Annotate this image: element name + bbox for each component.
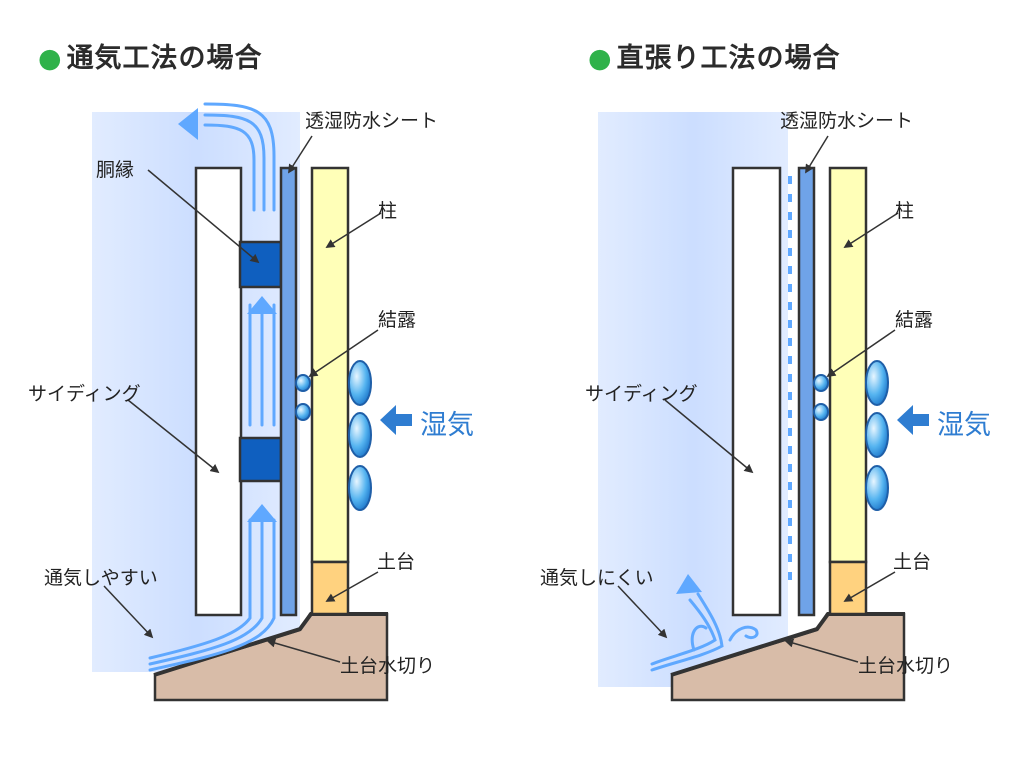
right-diagram bbox=[598, 112, 929, 702]
condensation-drops bbox=[813, 360, 889, 511]
left-diagram bbox=[92, 102, 412, 702]
stalled-airflow bbox=[650, 592, 759, 672]
sill bbox=[310, 560, 350, 616]
moisture-sheet bbox=[797, 166, 816, 617]
label-sill-flashing: 土台水切り bbox=[340, 655, 436, 677]
condensation-drops bbox=[295, 360, 372, 511]
moisture-arrow bbox=[897, 405, 929, 435]
right-title: ●直張り工法の場合 bbox=[588, 36, 841, 75]
siding-board bbox=[731, 166, 782, 617]
label-condensation: 結露 bbox=[895, 309, 934, 331]
furring-strip bbox=[238, 436, 283, 483]
label-furring: 胴縁 bbox=[96, 159, 135, 181]
moisture-sheet bbox=[279, 166, 298, 617]
moisture-arrow bbox=[380, 405, 412, 435]
label-pillar: 柱 bbox=[895, 200, 915, 222]
label-sheet: 透湿防水シート bbox=[780, 110, 914, 132]
label-moisture: 湿気 bbox=[420, 410, 474, 441]
label-pillar: 柱 bbox=[378, 200, 398, 222]
label-sheet: 透湿防水シート bbox=[305, 110, 439, 132]
label-moisture: 湿気 bbox=[937, 410, 991, 441]
bullet-icon: ● bbox=[588, 43, 613, 74]
pillar bbox=[828, 166, 868, 564]
label-sill: 土台 bbox=[377, 551, 416, 573]
airflow-arrowheads bbox=[178, 108, 277, 522]
stalled-arrowhead bbox=[676, 574, 702, 594]
label-sill: 土台 bbox=[893, 551, 932, 573]
siding-board bbox=[194, 166, 243, 617]
left-title: ●通気工法の場合 bbox=[38, 36, 263, 75]
label-siding: サイディング bbox=[28, 383, 141, 405]
label-sill-flashing: 土台水切り bbox=[858, 655, 954, 677]
bullet-icon: ● bbox=[38, 43, 63, 74]
label-ventilation: 通気しやすい bbox=[44, 567, 158, 589]
label-ventilation: 通気しにくい bbox=[540, 567, 654, 589]
furring-strip bbox=[238, 240, 283, 289]
left-title-text: 通気工法の場合 bbox=[66, 43, 263, 74]
label-condensation: 結露 bbox=[378, 309, 417, 331]
label-siding: サイディング bbox=[585, 383, 698, 405]
airflow bbox=[148, 102, 276, 672]
leader-lines bbox=[103, 135, 382, 663]
sill bbox=[828, 560, 868, 616]
right-title-text: 直張り工法の場合 bbox=[616, 43, 841, 74]
pillar bbox=[310, 166, 350, 564]
leader-lines bbox=[617, 135, 899, 663]
